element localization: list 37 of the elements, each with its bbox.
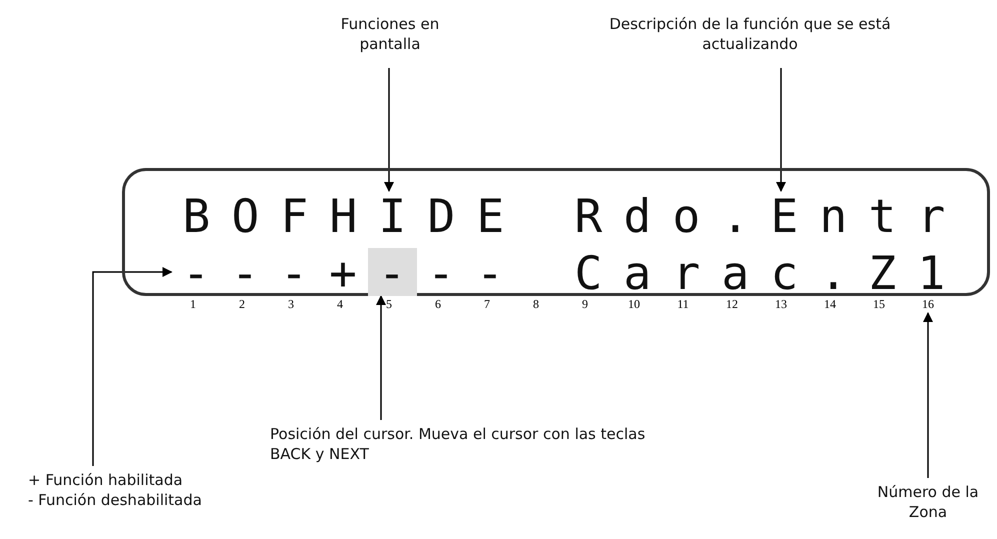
column-number: 1 [189,297,197,312]
column-number: 15 [872,297,886,312]
callout-text: Funciones en pantalla [310,14,470,64]
column-number: 10 [627,297,641,312]
column-number: 6 [434,297,442,312]
column-number: 5 [385,297,393,312]
display-text: BOFHIDE [172,191,514,241]
display-text: Rdo.Entr [564,191,956,241]
column-number: 9 [581,297,589,312]
column-number: 12 [725,297,739,312]
column-number: 2 [238,297,246,312]
function-indicator: - [270,248,318,296]
leader-arrow [776,68,786,192]
column-number: 11 [676,297,690,312]
function-indicator: - [368,248,416,296]
column-number: 3 [287,297,295,312]
column-number: 7 [483,297,491,312]
callout-text: Descripción de la función que se está actualizando [600,14,900,64]
leader-arrow [92,267,172,466]
function-indicator: - [416,248,466,296]
callout-text: Número de la Zona [868,482,988,526]
legend-text: + Función habilitada - Función deshabilitada [28,470,268,514]
column-number: 8 [532,297,540,312]
lcd-display [122,168,990,296]
function-indicator: - [220,248,270,296]
callout-text: Posición del cursor. Mueva el cursor con las teclas BACK y NEXT [270,424,690,468]
function-indicator: + [318,248,368,296]
column-number: 4 [336,297,344,312]
function-indicator: - [466,248,514,296]
column-number: 14 [823,297,837,312]
column-number: 13 [774,297,788,312]
leader-arrow [384,68,394,192]
leader-arrow [376,295,386,420]
function-indicator: - [172,248,220,296]
leader-arrow [923,312,933,478]
display-text: Carac.Z1 [564,248,956,298]
column-number: 16 [913,297,943,313]
